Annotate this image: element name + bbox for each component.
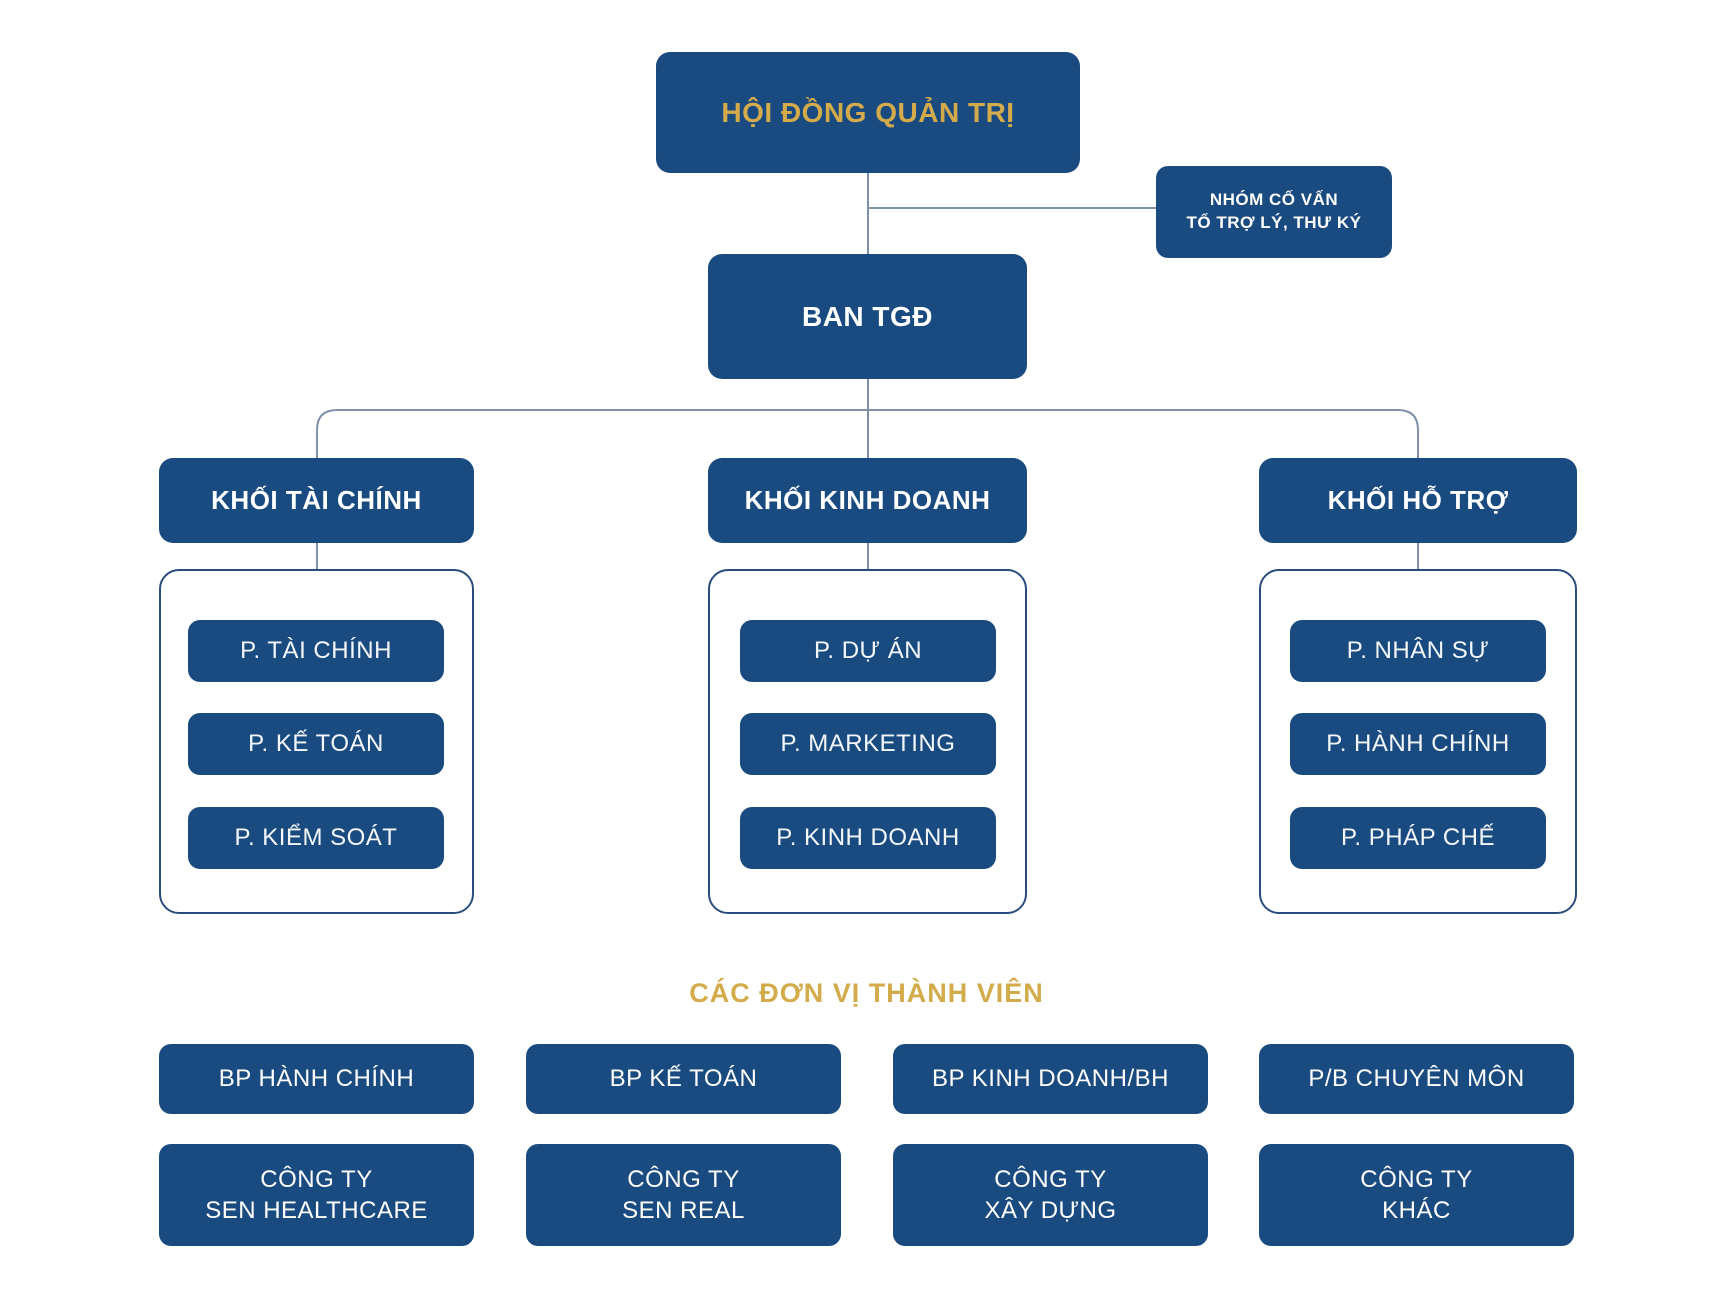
member-unit-label: P/B CHUYÊN MÔN — [1308, 1065, 1525, 1092]
advisory-group-label-line2: TỔ TRỢ LÝ, THƯ KÝ — [1186, 213, 1362, 232]
member-unit-box: P/B CHUYÊN MÔN — [1259, 1044, 1574, 1114]
department-box: P. DỰ ÁN — [740, 620, 996, 682]
department-label: P. PHÁP CHẾ — [1340, 824, 1495, 851]
member-company-label-line2: SEN REAL — [622, 1197, 745, 1224]
member-unit-box: BP KẾ TOÁN — [526, 1044, 841, 1114]
department-label: P. KINH DOANH — [776, 824, 960, 851]
division-label-finance: KHỐI TÀI CHÍNH — [211, 485, 422, 515]
department-label: P. MARKETING — [780, 730, 956, 757]
member-unit-label: BP HÀNH CHÍNH — [218, 1065, 415, 1092]
department-box: P. PHÁP CHẾ — [1290, 807, 1546, 869]
department-label: P. KIỂM SOÁT — [234, 824, 398, 851]
member-company-label-line2: KHÁC — [1382, 1197, 1451, 1224]
member-unit-box: BP KINH DOANH/BH — [893, 1044, 1208, 1114]
department-box: P. KIỂM SOÁT — [188, 807, 444, 869]
division-box-business: KHỐI KINH DOANH — [708, 458, 1027, 543]
member-company-box: CÔNG TY SEN REAL — [526, 1144, 841, 1246]
member-unit-label: BP KINH DOANH/BH — [932, 1065, 1169, 1092]
department-box: P. HÀNH CHÍNH — [1290, 713, 1546, 775]
board-of-directors-box: HỘI ĐỒNG QUẢN TRỊ — [656, 52, 1080, 173]
member-company-box: CÔNG TY KHÁC — [1259, 1144, 1574, 1246]
member-company-label-line1: CÔNG TY — [994, 1165, 1107, 1193]
ceo-board-box: BAN TGĐ — [708, 254, 1027, 379]
department-label: P. TÀI CHÍNH — [240, 637, 392, 664]
advisory-group-box: NHÓM CỐ VẤN TỔ TRỢ LÝ, THƯ KÝ — [1156, 166, 1392, 258]
division-label-business: KHỐI KINH DOANH — [744, 485, 991, 515]
division-label-support: KHỐI HỖ TRỢ — [1327, 485, 1509, 515]
division-box-support: KHỐI HỖ TRỢ — [1259, 458, 1577, 543]
division-box-finance: KHỐI TÀI CHÍNH — [159, 458, 474, 543]
ceo-board-label: BAN TGĐ — [801, 300, 934, 332]
department-box: P. NHÂN SỰ — [1290, 620, 1546, 682]
connector-rail — [316, 409, 1419, 458]
department-box: P. KẾ TOÁN — [188, 713, 444, 775]
member-company-label-line1: CÔNG TY — [1360, 1165, 1473, 1193]
department-label: P. NHÂN SỰ — [1346, 637, 1490, 664]
member-unit-label: BP KẾ TOÁN — [609, 1065, 758, 1092]
department-box: P. KINH DOANH — [740, 807, 996, 869]
member-company-box: CÔNG TY XÂY DỰNG — [893, 1144, 1208, 1246]
department-label: P. KẾ TOÁN — [248, 730, 384, 757]
board-of-directors-label: HỘI ĐỒNG QUẢN TRỊ — [721, 96, 1015, 128]
member-company-label-line1: CÔNG TY — [627, 1165, 740, 1193]
department-box: P. TÀI CHÍNH — [188, 620, 444, 682]
member-unit-box: BP HÀNH CHÍNH — [159, 1044, 474, 1114]
department-label: P. DỰ ÁN — [813, 637, 923, 664]
member-company-label-line2: SEN HEALTHCARE — [205, 1197, 428, 1224]
member-company-label-line2: XÂY DỰNG — [984, 1197, 1117, 1224]
member-company-box: CÔNG TY SEN HEALTHCARE — [159, 1144, 474, 1246]
advisory-group-label-line1: NHÓM CỐ VẤN — [1209, 190, 1339, 210]
member-company-label-line1: CÔNG TY — [260, 1165, 373, 1193]
department-label: P. HÀNH CHÍNH — [1326, 730, 1510, 757]
members-section-title: CÁC ĐƠN VỊ THÀNH VIÊN — [689, 978, 1044, 1008]
department-box: P. MARKETING — [740, 713, 996, 775]
